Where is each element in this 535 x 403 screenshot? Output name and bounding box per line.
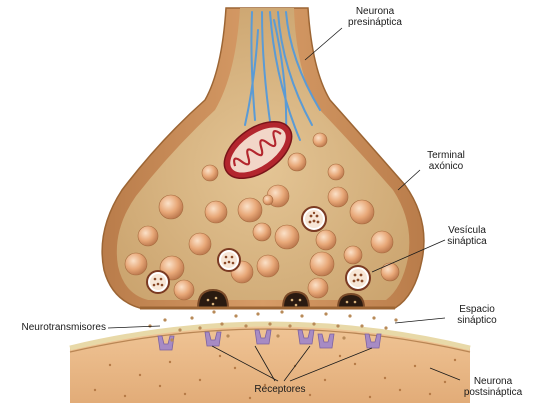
- loaded-vesicle: [346, 266, 370, 290]
- vesicle: [308, 278, 328, 298]
- label-cleft-line2: sináptico: [447, 315, 507, 326]
- vesicle: [257, 255, 279, 277]
- label-vesicle-line1: Vesícula: [440, 225, 494, 236]
- vesicle: [371, 231, 393, 253]
- loaded-vesicle: [147, 271, 169, 293]
- vesicle: [313, 133, 327, 147]
- vesicle: [125, 253, 147, 275]
- vesicle: [189, 233, 211, 255]
- label-postsynaptic-line2: postsináptica: [458, 387, 528, 398]
- label-presynaptic: Neurona presináptica: [342, 6, 408, 28]
- presynaptic-terminal: [102, 8, 424, 308]
- vesicle: [205, 201, 227, 223]
- label-neurotransmitters: Neurotransmisores: [6, 322, 106, 333]
- vesicle: [202, 165, 218, 181]
- label-cleft-line1: Espacio: [447, 304, 507, 315]
- vesicle: [344, 246, 362, 264]
- vesicle: [263, 195, 273, 205]
- vesicle: [350, 200, 374, 224]
- loaded-vesicle: [218, 249, 240, 271]
- label-postsynaptic-line1: Neurona: [458, 376, 528, 387]
- vesicle: [288, 153, 306, 171]
- label-terminal-line1: Terminal: [420, 150, 472, 161]
- label-vesicle-line2: sináptica: [440, 236, 494, 247]
- label-axon-terminal: Terminal axónico: [420, 150, 472, 172]
- vesicle: [159, 195, 183, 219]
- vesicle: [328, 187, 348, 207]
- label-terminal-line2: axónico: [420, 161, 472, 172]
- label-presynaptic-line1: Neurona: [342, 6, 408, 17]
- label-presynaptic-line2: presináptica: [342, 17, 408, 28]
- label-synaptic-vesicle: Vesícula sináptica: [440, 225, 494, 247]
- vesicle: [275, 225, 299, 249]
- vesicle: [310, 252, 334, 276]
- vesicle: [138, 226, 158, 246]
- vesicle: [174, 280, 194, 300]
- label-synaptic-cleft: Espacio sináptico: [447, 304, 507, 326]
- loaded-vesicle: [302, 207, 326, 231]
- vesicle: [238, 198, 262, 222]
- vesicle: [328, 164, 344, 180]
- vesicle: [381, 263, 399, 281]
- vesicle: [316, 230, 336, 250]
- vesicle: [253, 223, 271, 241]
- label-postsynaptic: Neurona postsináptica: [458, 376, 528, 398]
- label-receptors: Receptores: [245, 384, 315, 395]
